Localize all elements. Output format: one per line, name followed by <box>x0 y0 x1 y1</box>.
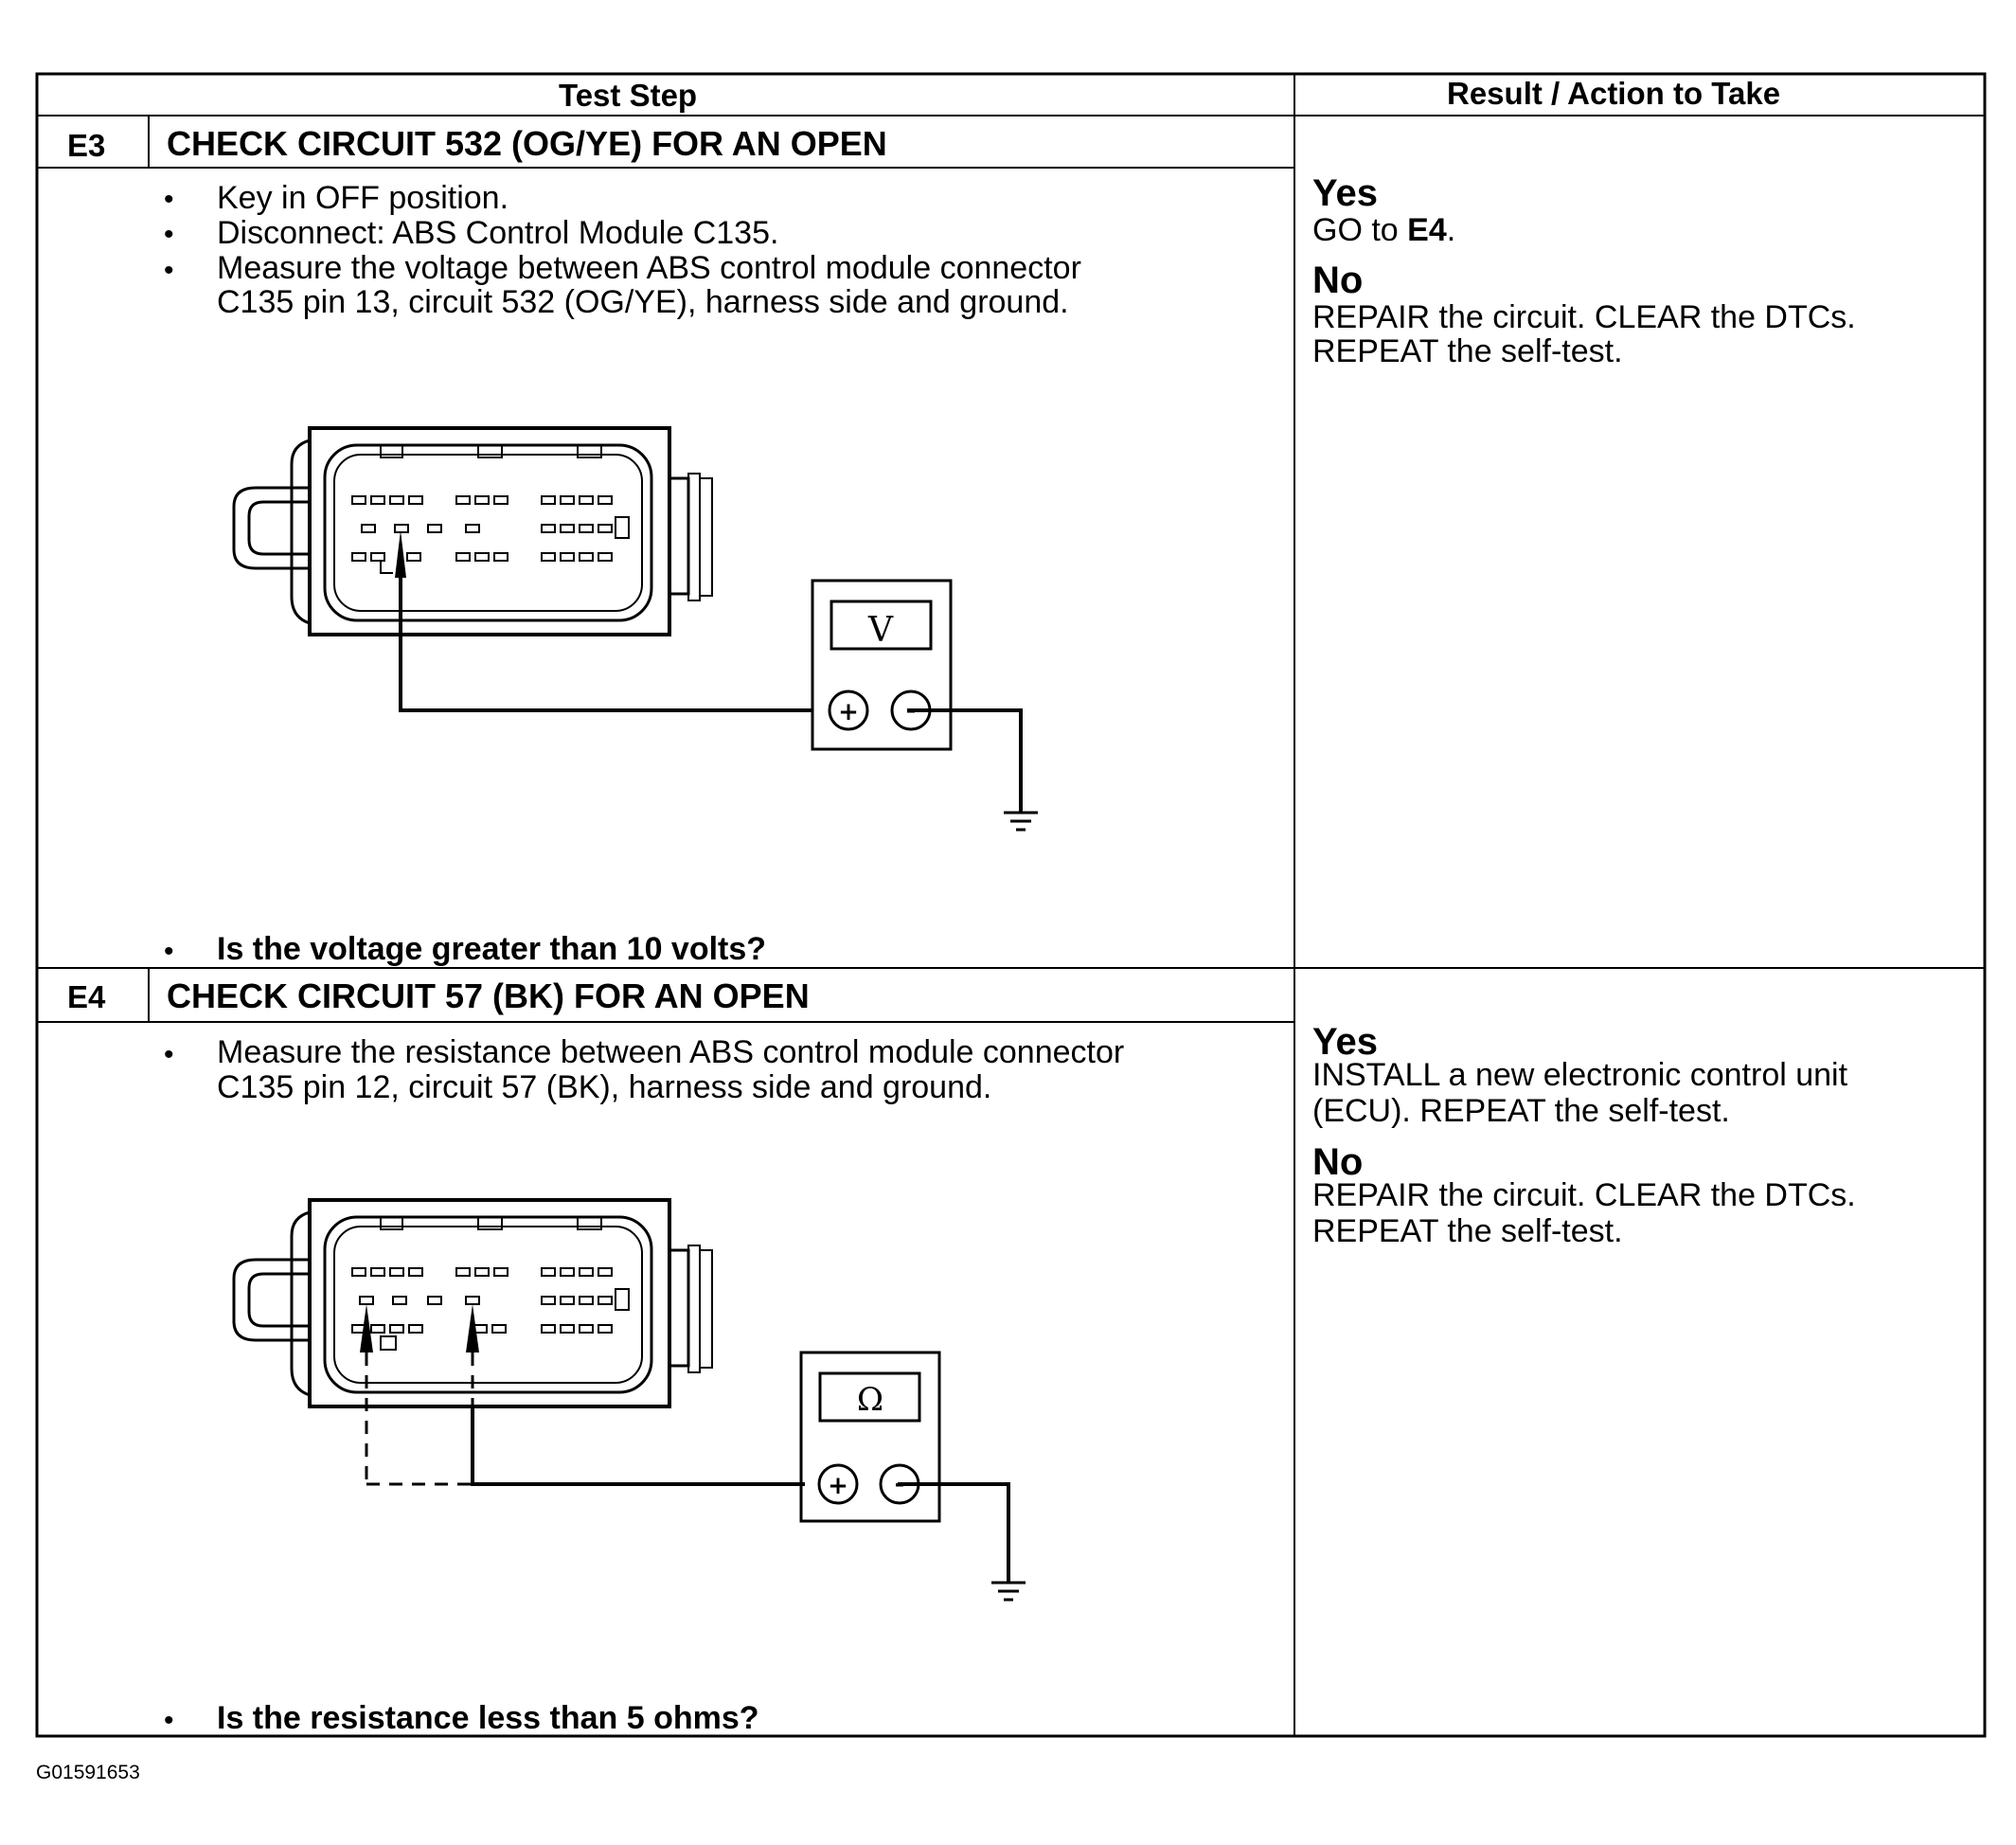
e4-no-label: No <box>1312 1141 1364 1183</box>
e4-instruction-1: Measure the resistance between ABS contr… <box>217 1034 1125 1070</box>
meter-plus-label: + <box>828 1472 848 1500</box>
step-title-e3: CHECK CIRCUIT 532 (OG/YE) FOR AN OPEN <box>167 124 887 163</box>
e3-instruction-3: Measure the voltage between ABS control … <box>217 250 1081 286</box>
e3-yes-action: GO to E4. <box>1312 212 1456 248</box>
multimeter-icon <box>799 1351 941 1523</box>
connector-c135-icon <box>232 1198 713 1408</box>
step-code-e4: E4 <box>67 979 106 1014</box>
probe-tip-icon <box>466 1304 479 1352</box>
e3-question: Is the voltage greater than 10 volts? <box>217 931 767 967</box>
e3-yes-label: Yes <box>1312 172 1378 214</box>
e3-meter-symbol: V <box>867 611 894 650</box>
e4-meter-symbol: Ω <box>857 1381 883 1419</box>
e4-yes-label: Yes <box>1312 1021 1378 1063</box>
connector-c135-icon <box>232 426 713 636</box>
e4-resistance-measurement-diagram: Ω + - <box>232 1198 1026 1602</box>
e4-yes-action-1: INSTALL a new electronic control unit <box>1312 1057 1848 1093</box>
header-result-action: Result / Action to Take <box>1447 76 1781 111</box>
multimeter-icon <box>811 579 953 751</box>
step-code-e3: E3 <box>67 128 106 163</box>
e3-instruction-1: Key in OFF position. <box>217 180 509 216</box>
ground-symbol-icon <box>991 1581 1026 1602</box>
step-title-e4: CHECK CIRCUIT 57 (BK) FOR AN OPEN <box>167 976 810 1015</box>
bullet-dot-icon: • <box>164 255 174 286</box>
e3-no-action-2: REPEAT the self-test. <box>1312 333 1623 369</box>
probe-tip-icon <box>360 1304 373 1352</box>
meter-minus-label: - <box>906 696 917 725</box>
meter-minus-label: - <box>895 1470 905 1498</box>
bullet-dot-icon: • <box>164 219 174 250</box>
bullet-dot-icon: • <box>164 1705 174 1736</box>
header-test-step: Test Step <box>559 78 698 113</box>
e4-yes-action-2: (ECU). REPEAT the self-test. <box>1312 1093 1730 1129</box>
e3-yes-target: E4 <box>1407 212 1447 248</box>
e4-no-action-2: REPEAT the self-test. <box>1312 1213 1623 1249</box>
e4-instruction-1-cont: C135 pin 12, circuit 57 (BK), harness si… <box>217 1069 992 1105</box>
e4-no-action-1: REPAIR the circuit. CLEAR the DTCs. <box>1312 1177 1856 1213</box>
figure-code: G01591653 <box>36 1762 140 1783</box>
meter-plus-label: + <box>838 698 859 726</box>
bullet-dot-icon: • <box>164 184 174 215</box>
e3-no-label: No <box>1312 260 1364 301</box>
e3-instruction-2: Disconnect: ABS Control Module C135. <box>217 215 779 251</box>
e3-voltage-measurement-diagram: V + - <box>232 426 1038 832</box>
e3-instruction-3-cont: C135 pin 13, circuit 532 (OG/YE), harnes… <box>217 284 1069 320</box>
bullet-dot-icon: • <box>164 1039 174 1070</box>
probe-tip-icon <box>395 530 406 578</box>
ground-symbol-icon <box>1004 811 1038 832</box>
bullet-dot-icon: • <box>164 936 174 967</box>
e4-question: Is the resistance less than 5 ohms? <box>217 1700 759 1736</box>
e3-no-action-1: REPAIR the circuit. CLEAR the DTCs. <box>1312 299 1856 335</box>
